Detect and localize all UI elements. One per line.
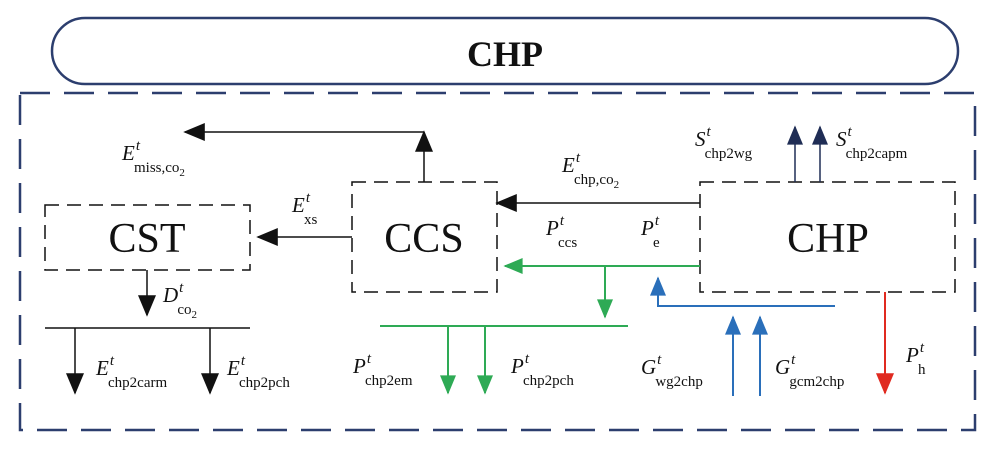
cst-label: CST bbox=[108, 216, 185, 262]
cst-box bbox=[44, 204, 251, 271]
outer-frame bbox=[18, 91, 977, 432]
chp-label: CHP bbox=[787, 216, 869, 262]
chp-box bbox=[699, 181, 956, 293]
blue-gas-return bbox=[650, 276, 835, 307]
title-pill bbox=[50, 16, 960, 86]
ccs-label: CCS bbox=[384, 216, 463, 262]
title-text: CHP bbox=[467, 34, 543, 74]
